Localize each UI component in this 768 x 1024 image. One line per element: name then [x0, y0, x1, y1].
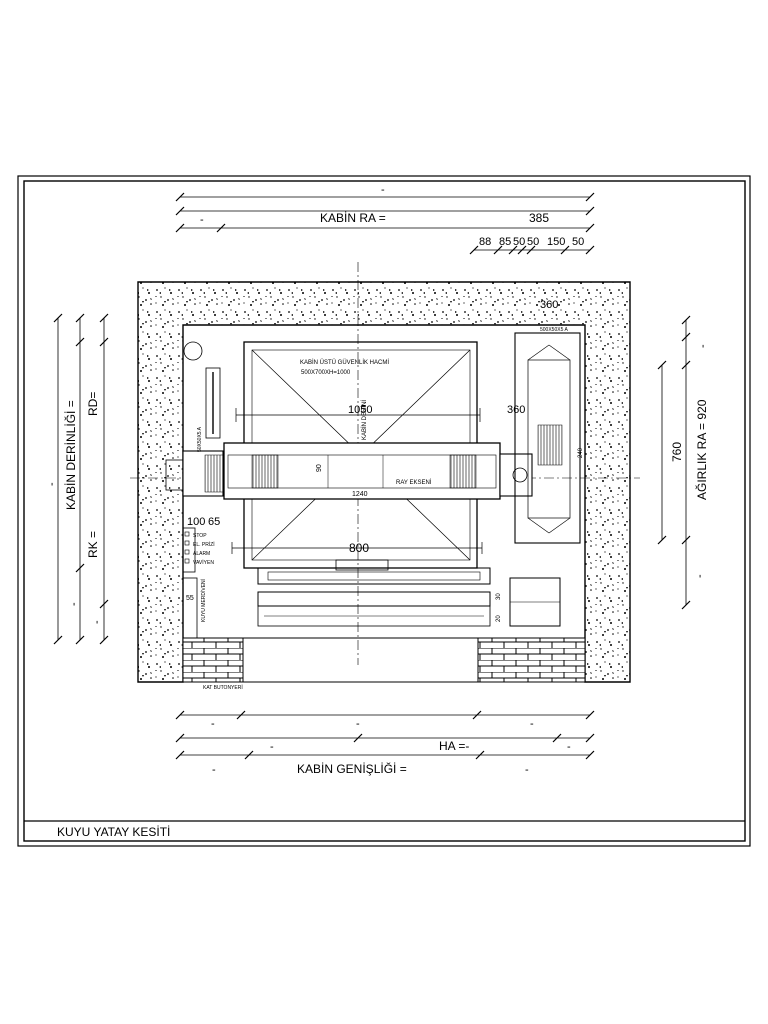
right-dash-top: - [697, 344, 709, 348]
kabin-genisligi-label: KABİN GENİŞLİĞİ = [297, 761, 407, 776]
dim-1050: 1050 [348, 404, 372, 416]
kg-left-dash: - [212, 764, 216, 776]
bottom-dimensions: - - - - HA =- - - KABİN GENİŞLİĞİ = - [175, 710, 595, 776]
ha-left-dash: - [270, 741, 274, 753]
dim-50-a: 50 [513, 236, 525, 248]
dim-800: 800 [349, 541, 369, 555]
bottom-r1-dash-a: - [211, 718, 215, 730]
dim-30: 30 [496, 593, 502, 600]
pit-ladder [182, 577, 198, 639]
dim-85: 85 [499, 236, 511, 248]
shaft-walls [137, 281, 631, 683]
dim-50-b: 50 [527, 236, 539, 248]
stop-label: STOP [193, 533, 207, 539]
kabin-derinligi-label: KABİN DERİNLİĞİ = [63, 400, 78, 510]
kabin-ra-value: 385 [529, 211, 549, 225]
rk-label: RK = [86, 531, 100, 558]
top-overall-dash: - [381, 184, 385, 196]
top-dimensions: - - KABİN RA = 385 88 85 50 50 150 50 [175, 184, 595, 255]
dim-150: 150 [547, 236, 565, 248]
left-dash-a: - [68, 602, 80, 606]
left-outer-dash: - [46, 482, 58, 486]
agirlik-ra-label: AĞIRLIK RA = 920 [694, 399, 709, 500]
left-dimensions: KABİN DERİNLİĞİ = RD= RK = - - - [46, 313, 109, 645]
shaft-interior: KABİN ÜSTÜ GÜVENLİK HACMİ 500X700XH=1000… [130, 262, 640, 691]
inspection-panel [182, 527, 196, 573]
rd-label: RD= [86, 392, 100, 416]
dim-240: 240 [578, 447, 584, 458]
dim-55: 55 [186, 595, 194, 602]
profile-top-label: 500X50X5 A [540, 327, 568, 333]
sheet-title: KUYU YATAY KESİTİ [57, 825, 170, 839]
kat-butonyeri-label: KAT BUTONYERİ [203, 684, 243, 691]
kg-right-dash: - [525, 764, 529, 776]
alarm-label: ALARM [193, 551, 210, 557]
right-dimensions: 760 AĞIRLIK RA = 920 - - [657, 315, 709, 610]
dim-360: 360 [507, 404, 525, 416]
counterweight-frame [514, 332, 581, 544]
ha-right-dash: - [567, 741, 571, 753]
dim-88: 88 [479, 236, 491, 248]
ha-label: HA =- [439, 739, 469, 753]
left-dash-b: - [91, 620, 103, 624]
dim-90: 90 [316, 464, 323, 472]
dim-20: 20 [496, 615, 502, 622]
bottom-r1-dash-b: - [356, 718, 360, 730]
profile-left-label: 50X50X5 A [197, 426, 203, 452]
safety-volume-dims: 500X700XH=1000 [301, 370, 351, 376]
ray-ekseni-label: RAY EKSENİ [396, 479, 432, 486]
safety-volume-label: KABİN ÜSTÜ GÜVENLİK HACMİ [300, 359, 389, 366]
dim-360-top: 360 [540, 299, 558, 311]
sheet-frame: KUYU YATAY KESİTİ [17, 175, 751, 847]
dim-65: 65 [208, 516, 220, 528]
dim-760: 760 [670, 442, 684, 462]
bottom-r1-dash-c: - [530, 718, 534, 730]
kabin-ra-label: KABİN RA = [320, 211, 386, 225]
right-dash-bottom: - [694, 574, 706, 578]
el-prizi-label: EL. PRİZİ [193, 541, 215, 548]
kuyu-merdiveni-label: KUYU MERDİVENİ [200, 579, 207, 622]
dim-1240: 1240 [352, 491, 368, 498]
cabin-derini-label: KABİN DERİNİ [361, 400, 368, 440]
dim-100: 100 [187, 516, 205, 528]
vaviyen-label: VAVİYEN [193, 559, 214, 566]
kabin-ra-left-dash: - [200, 214, 204, 226]
cabin-door [257, 567, 491, 585]
dim-50-c: 50 [572, 236, 584, 248]
